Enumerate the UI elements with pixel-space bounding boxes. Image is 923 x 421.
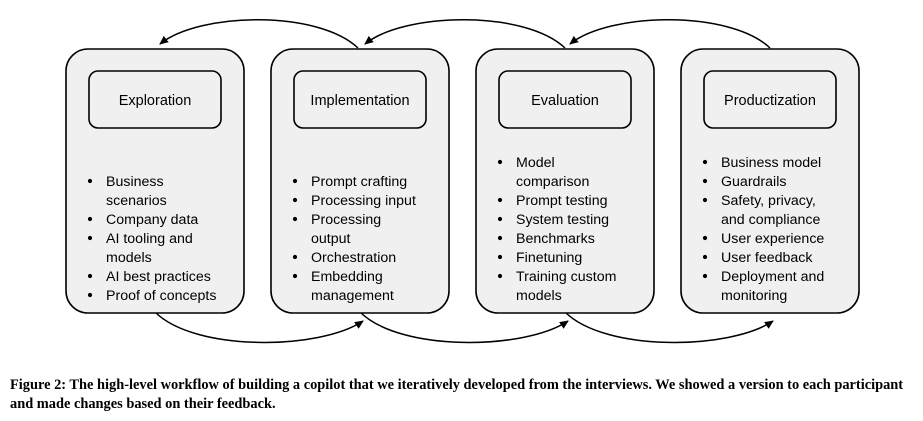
bullet-text: Prompt testing <box>516 193 607 209</box>
flow-arrow-evaluation-to-productization <box>564 311 774 344</box>
stage-title-box <box>88 70 222 129</box>
bullet-dot <box>87 292 93 298</box>
bullet-item: Model comparison <box>497 155 589 190</box>
bullet-text: models <box>106 250 152 266</box>
bullet-dot <box>497 216 503 222</box>
bullet-text: Deployment and <box>721 269 824 285</box>
figure-caption: Figure 2: The high-level workflow of bui… <box>10 377 904 412</box>
bullet-item: Proof of concepts <box>87 288 216 304</box>
bullet-text: models <box>516 288 562 304</box>
bullet-item: Orchestration <box>292 250 396 266</box>
bullet-text: Business <box>106 174 164 190</box>
bullet-item: Company data <box>87 212 198 228</box>
bullet-text: and compliance <box>721 212 820 228</box>
bullet-dot <box>497 273 503 279</box>
bullet-text: Prompt crafting <box>311 174 407 190</box>
bullet-item: Deployment and monitoring <box>702 269 824 304</box>
bullet-text: Orchestration <box>311 250 396 266</box>
bullet-text: Guardrails <box>721 174 786 190</box>
bullet-item: Business model <box>702 155 821 171</box>
bullet-dot <box>292 178 298 184</box>
bullet-dot <box>702 235 708 241</box>
bullet-text: Finetuning <box>516 250 582 266</box>
stage-title: Evaluation <box>531 93 599 109</box>
bullet-dot <box>87 235 93 241</box>
bullet-text: Model <box>516 155 555 171</box>
bullet-dot <box>87 273 93 279</box>
bullet-text: Processing <box>311 212 381 228</box>
stage-title: Productization <box>724 93 816 109</box>
bullet-dot <box>87 216 93 222</box>
bullet-dot <box>292 273 298 279</box>
bullet-text: Processing input <box>311 193 416 209</box>
bullet-text: Business model <box>721 155 821 171</box>
bullet-dot <box>702 178 708 184</box>
bullet-item: Benchmarks <box>497 231 595 247</box>
feedback-arrow-implementation-to-exploration <box>159 19 359 49</box>
bullet-dot <box>702 254 708 260</box>
stage-title-box <box>498 70 632 129</box>
bullet-item: Processing input <box>292 193 416 209</box>
bullet-text: Proof of concepts <box>106 288 216 304</box>
bullet-text: Safety, privacy, <box>721 193 816 209</box>
bullet-dot <box>497 235 503 241</box>
bullet-item: Prompt testing <box>497 193 607 209</box>
bullet-text: System testing <box>516 212 609 228</box>
bullet-text: AI best practices <box>106 269 211 285</box>
stage-title: Implementation <box>310 93 409 109</box>
bullet-text: User feedback <box>721 250 813 266</box>
bullet-dot <box>497 159 503 165</box>
bullet-text: Company data <box>106 212 198 228</box>
flow-arrow-exploration-to-implementation <box>154 311 364 344</box>
bullet-text: User experience <box>721 231 824 247</box>
bullet-text: Benchmarks <box>516 231 595 247</box>
bullet-dot <box>497 197 503 203</box>
bullet-text: scenarios <box>106 193 167 209</box>
stage-title-box <box>293 70 427 129</box>
bullet-dot <box>292 216 298 222</box>
bullet-item: Finetuning <box>497 250 582 266</box>
bullet-dot <box>87 178 93 184</box>
feedback-arrow-productization-to-evaluation <box>569 19 771 49</box>
bullet-text: management <box>311 288 394 304</box>
bullet-text: Embedding <box>311 269 383 285</box>
bullet-item: Business scenarios <box>87 174 167 209</box>
bullet-item: Training custom models <box>497 269 616 304</box>
bullet-text: comparison <box>516 174 589 190</box>
bullet-dot <box>292 254 298 260</box>
bullet-dot <box>292 197 298 203</box>
bullet-dot <box>702 273 708 279</box>
bullet-text: Training custom <box>516 269 616 285</box>
bullet-item: Guardrails <box>702 174 786 190</box>
bullet-item: Embedding management <box>292 269 394 304</box>
bullet-item: Processing output <box>292 212 381 247</box>
stage-title-box <box>703 70 837 129</box>
bullet-dot <box>497 254 503 260</box>
bullet-text: monitoring <box>721 288 787 304</box>
bullet-item: AI best practices <box>87 269 211 285</box>
bullet-item: AI tooling and models <box>87 231 193 266</box>
stage-title: Exploration <box>119 93 192 109</box>
feedback-arrow-evaluation-to-implementation <box>364 19 566 49</box>
bullet-text: AI tooling and <box>106 231 193 247</box>
bullet-dot <box>702 159 708 165</box>
bullet-dot <box>702 197 708 203</box>
bullet-item: User feedback <box>702 250 813 266</box>
bullet-item: User experience <box>702 231 824 247</box>
bullet-item: Prompt crafting <box>292 174 407 190</box>
bullet-item: Safety, privacy, and compliance <box>702 193 820 228</box>
bullet-text: output <box>311 231 351 247</box>
flow-arrow-implementation-to-evaluation <box>359 311 569 344</box>
bullet-item: System testing <box>497 212 609 228</box>
